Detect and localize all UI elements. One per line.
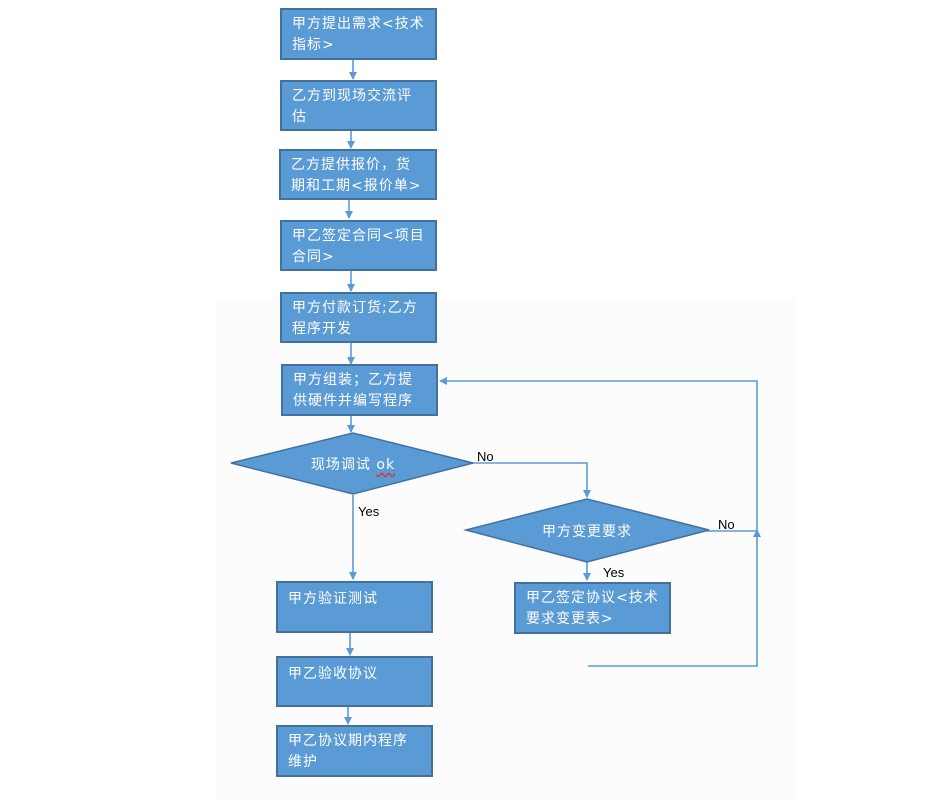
label-d2-no: No — [718, 517, 735, 532]
decision-diamond-2 — [463, 498, 710, 563]
decision-2-label: 甲方变更要求 — [542, 524, 632, 540]
label-d1-yes: Yes — [358, 504, 380, 519]
step-payment-development: 甲方付款订货;乙方程序开发 — [280, 292, 437, 343]
step-maintenance: 甲乙协议期内程序维护 — [276, 725, 433, 777]
step-onsite-evaluation: 乙方到现场交流评估 — [280, 80, 437, 131]
arrow-return-loop — [588, 529, 761, 667]
arrow-d2-no-back — [439, 377, 758, 532]
step-change-agreement: 甲乙签定协议<技术要求变更表> — [514, 582, 671, 634]
step-acceptance-agreement: 甲乙验收协议 — [276, 656, 433, 707]
decision-diamond-1 — [230, 432, 474, 495]
decision-1-label: 现场调试 ok — [283, 454, 423, 474]
step-assembly-programming: 甲方组装；乙方提供硬件并编写程序 — [281, 364, 438, 416]
arrow-d1-no-d2 — [471, 462, 591, 498]
decision-1-ok: ok — [376, 457, 396, 473]
step-quotation: 乙方提供报价，货期和工期<报价单> — [279, 149, 437, 200]
step-verification-test: 甲方验证测试 — [276, 581, 433, 633]
label-d1-no: No — [477, 449, 494, 464]
decision-1-text: 现场调试 — [310, 457, 377, 473]
label-d2-yes: Yes — [603, 565, 625, 580]
step-demand: 甲方提出需求<技术指标> — [280, 8, 437, 60]
step-sign-contract: 甲乙签定合同<项目合同> — [280, 220, 437, 271]
